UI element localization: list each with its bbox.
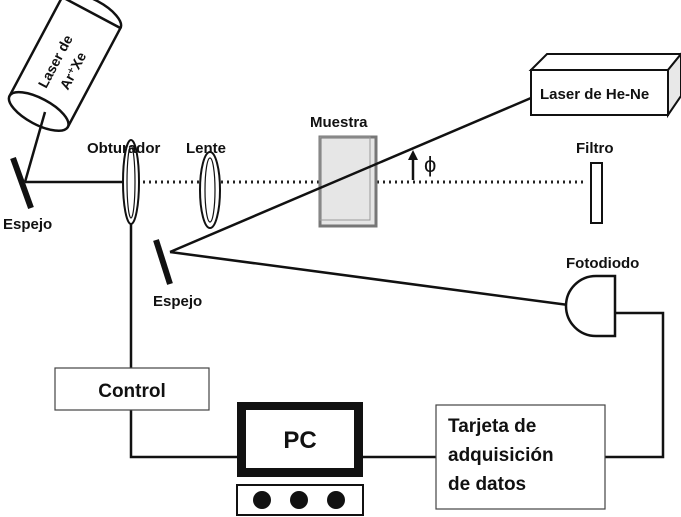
photodiode [564, 274, 617, 338]
daq-label-line2: adquisición [448, 445, 554, 466]
probe-beam-mirror-to-photodiode [169, 250, 577, 308]
probe-beam-laser-to-mirror [169, 96, 532, 254]
beam-ar-to-mirror [23, 111, 47, 183]
angle-arrow [408, 150, 418, 180]
shutter-label: Obturador [87, 140, 160, 157]
he-ne-laser-label: Laser de He-Ne [540, 86, 649, 103]
mirror-center [153, 239, 173, 285]
wire-control-to-pc [129, 410, 237, 459]
mirror-center-label: Espejo [153, 293, 202, 310]
filter-label: Filtro [576, 140, 614, 157]
lens [199, 151, 221, 229]
he-ne-laser [528, 52, 681, 119]
ar-xe-laser: Laser de Ar⁺Xe [7, 0, 123, 132]
control-box [54, 367, 210, 411]
pc-monitor [237, 402, 363, 477]
filter [590, 162, 603, 224]
angle-phi-label: ϕ [424, 152, 436, 177]
wire-photodiode-to-daq [605, 311, 665, 459]
sample-label: Muestra [310, 114, 368, 131]
keyboard [236, 484, 364, 516]
sample [318, 135, 378, 228]
daq-box [435, 404, 606, 510]
daq-label-line1: Tarjeta de [448, 416, 536, 437]
lens-label: Lente [186, 140, 226, 157]
pc-label: PC [283, 427, 316, 454]
mirror-left [10, 156, 34, 210]
mirror-left-label: Espejo [3, 216, 52, 233]
daq-label-line3: de datos [448, 474, 526, 495]
control-label: Control [98, 381, 166, 402]
photodiode-label: Fotodiodo [566, 255, 639, 272]
